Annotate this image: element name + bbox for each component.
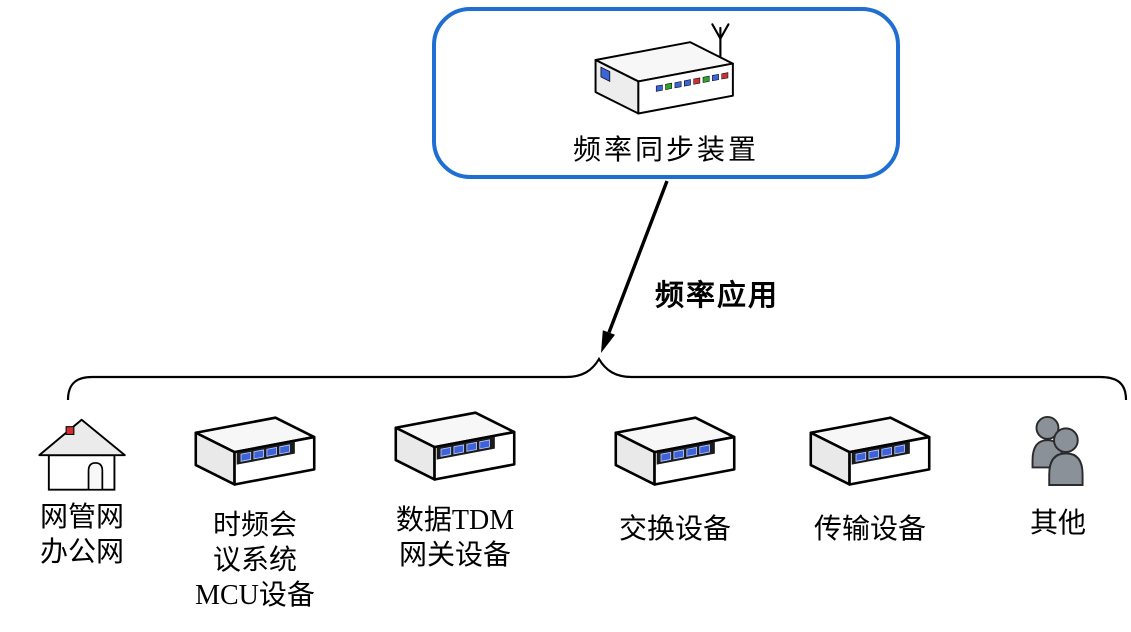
device-switching-equipment: 交换设备 xyxy=(595,396,755,547)
frequency-application-label: 频率应用 xyxy=(655,280,780,312)
label-line: 议系统 xyxy=(212,545,297,576)
device-mcu-conference-system: 时频会 议系统 MCU设备 xyxy=(175,396,335,613)
label-line: 网关设备 xyxy=(398,540,511,571)
wireless-router-icon xyxy=(594,22,734,115)
group-brace xyxy=(66,356,1128,401)
device-other: 其他 xyxy=(998,413,1118,541)
label-line: 数据TDM xyxy=(395,505,515,536)
network-device-icon xyxy=(194,416,316,486)
device-label: 交换设备 xyxy=(619,512,731,547)
label-line: MCU设备 xyxy=(195,580,315,611)
label-line: 其他 xyxy=(1029,508,1086,539)
frequency-sync-device-label: 频率同步装置 xyxy=(572,134,759,166)
device-network-office-net: 网管网 办公网 xyxy=(17,412,147,570)
label-line: 交换设备 xyxy=(618,514,731,545)
label-line: 办公网 xyxy=(39,537,124,568)
device-label: 传输设备 xyxy=(814,512,926,547)
device-label: 其他 xyxy=(1030,506,1086,541)
device-tdm-gateway: 数据TDM 网关设备 xyxy=(375,391,535,573)
frequency-sync-device-panel: 频率同步装置 xyxy=(432,7,900,179)
device-transmission-equipment: 传输设备 xyxy=(790,396,950,547)
device-label: 时频会 议系统 MCU设备 xyxy=(195,508,315,613)
people-icon xyxy=(1031,415,1084,486)
label-line: 网管网 xyxy=(39,502,124,533)
label-line: 时频会 xyxy=(212,510,297,541)
device-label: 数据TDM 网关设备 xyxy=(396,503,514,573)
network-device-icon xyxy=(394,411,516,481)
frequency-application-arrow xyxy=(601,180,669,353)
house-icon xyxy=(37,418,126,491)
label-line: 传输设备 xyxy=(813,514,926,545)
network-device-icon xyxy=(614,416,736,486)
device-label: 网管网 办公网 xyxy=(40,500,124,570)
network-device-icon xyxy=(809,416,931,486)
